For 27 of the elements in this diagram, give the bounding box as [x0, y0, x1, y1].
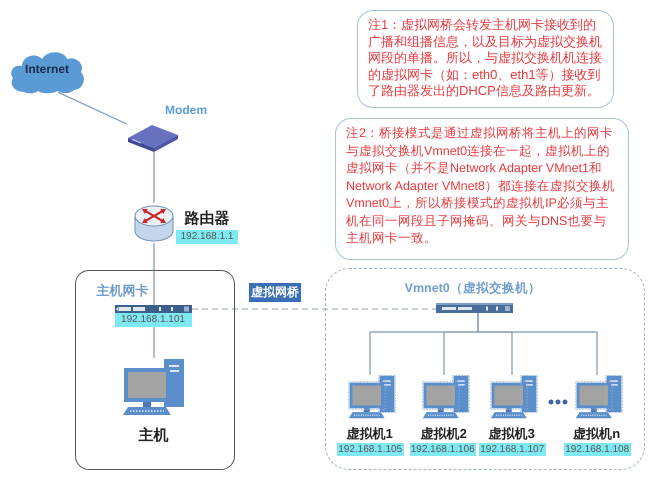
device-label: 主机 — [138, 428, 170, 446]
device-label: Modem — [164, 104, 208, 118]
ip-address-tag: 192.168.1.101 — [114, 312, 192, 326]
connection-line — [153, 152, 155, 203]
device-label: Vmnet0（虚拟交换机） — [404, 282, 542, 297]
edge-label: 虚拟网桥 — [249, 283, 301, 302]
connection-line — [477, 313, 598, 375]
ip-address-tag: 192.168.1.108 — [564, 442, 631, 456]
connection-line — [153, 327, 155, 358]
device-label: 主机网卡 — [96, 284, 150, 300]
dashed-connection-line — [192, 308, 436, 310]
node-label: Internet — [24, 62, 70, 76]
connection-line — [153, 243, 155, 305]
dashed-group-frame — [325, 268, 645, 470]
machine-label: 虚拟机n — [572, 426, 622, 442]
device-label: 路由器 — [184, 211, 230, 228]
machine-label: 虚拟机3 — [488, 426, 536, 442]
ip-address-tag: 192.168.1.106 — [410, 442, 476, 456]
machine-label: 虚拟机1 — [346, 426, 394, 442]
connection-line — [58, 92, 128, 125]
ip-address-tag: 192.168.1.105 — [336, 442, 404, 456]
note-box: 注1：虚拟网桥会转发主机网卡接收到的广播和组播信息，以及目标为虚拟交换机网段的单播。所以，与虚拟交换机机连接的虚拟网卡（如：eth0、eth1等）接收到了路由器发出的DHCP信息及路由更新。 — [357, 10, 614, 108]
ip-address-tag: 192.168.1.107 — [478, 442, 546, 456]
machine-label: 虚拟机2 — [420, 426, 468, 442]
ip-address-tag: 192.168.1.1 — [176, 230, 238, 244]
group-frame — [75, 270, 235, 470]
note-box: 注2：桥接模式是通过虚拟网桥将主机上的网卡与虚拟交换机Vmnet0连接在一起，虚拟机上的虚拟网卡（并不是Network Adapter VMnet1和Network Adapter VMnet8）都连接在虚拟交换机Vmnet0上，所以桥接模式的虚拟机IP必须与主机在同一网段且子网掩码、网关与DNS也要与主机网卡一致。 — [335, 118, 629, 260]
